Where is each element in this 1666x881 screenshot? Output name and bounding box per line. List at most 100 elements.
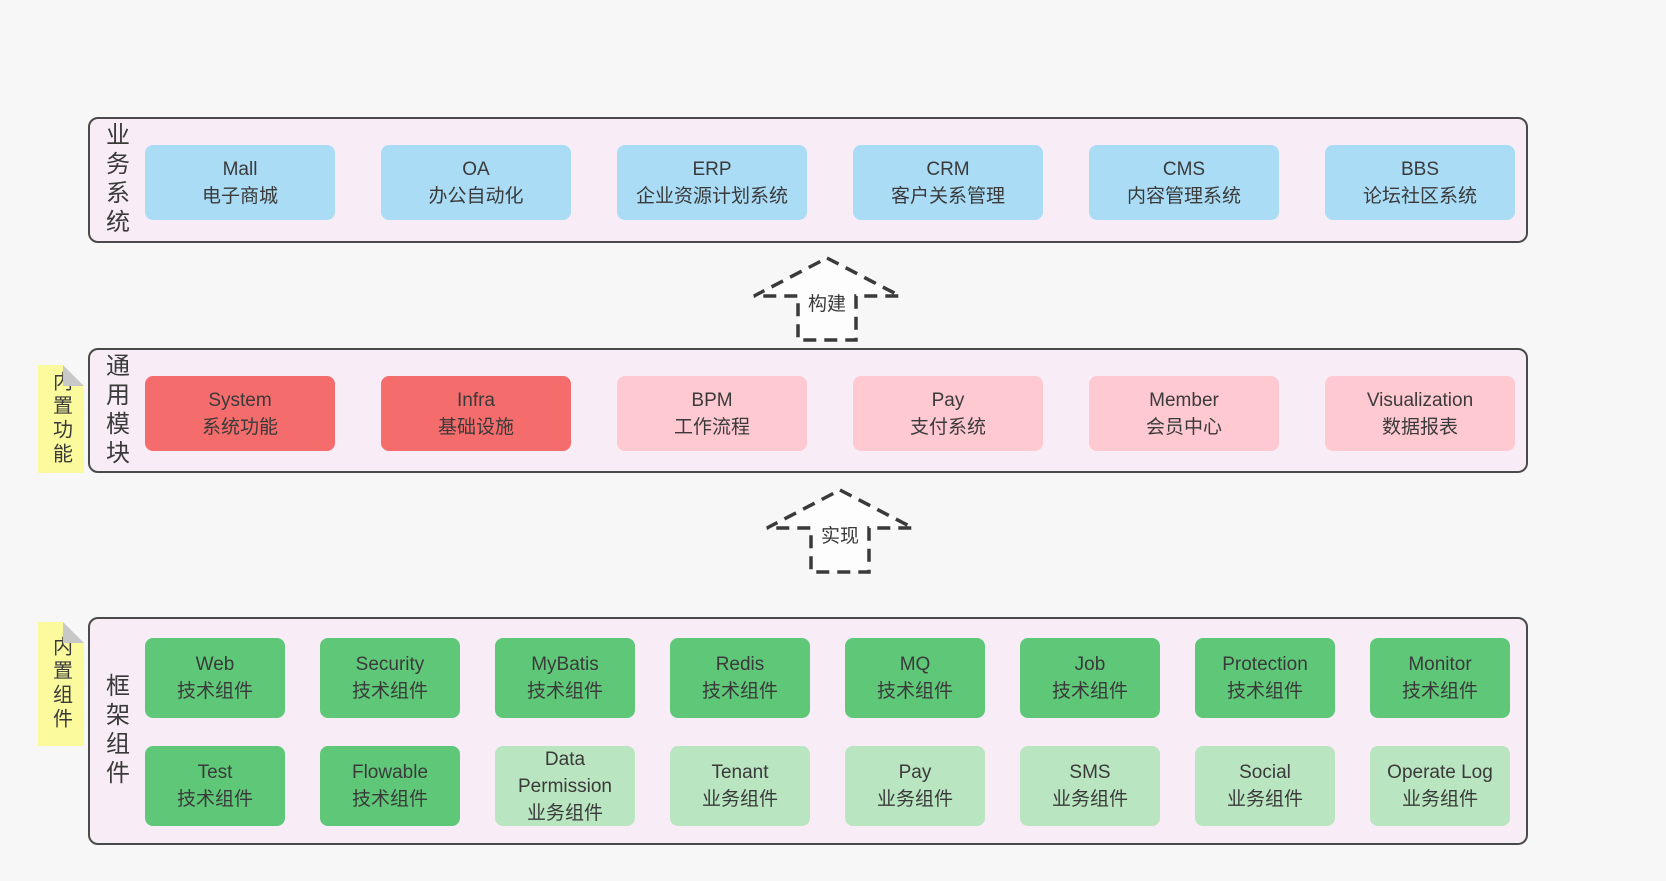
module-box-crm: CRM 客户关系管理 [853, 145, 1043, 220]
module-box-monitor: Monitor 技术组件 [1370, 638, 1510, 718]
module-box-erp: ERP 企业资源计划系统 [617, 145, 807, 220]
up-arrow-icon: 构建 [753, 256, 901, 342]
module-name-en: Job [1074, 654, 1106, 675]
module-name-zh: 电子商城 [201, 185, 278, 207]
module-box-pay: Pay 业务组件 [845, 746, 985, 826]
module-box-redis: Redis 技术组件 [670, 638, 810, 718]
module-name-en: Social [1239, 762, 1291, 783]
module-box-sms: SMS 业务组件 [1020, 746, 1160, 826]
module-box-bbs: BBS 论坛社区系统 [1325, 145, 1515, 220]
framework-components-label: 框架组件 [101, 673, 129, 789]
module-name-en: SMS [1069, 762, 1111, 783]
implement-arrow-label: 实现 [821, 525, 859, 547]
build-arrow-label: 构建 [808, 293, 846, 315]
module-box-mall: Mall 电子商城 [145, 145, 335, 220]
built-in-functions-note-label: 内置功能 [49, 371, 72, 467]
module-box-bpm: BPM 工作流程 [617, 376, 807, 451]
module-box-social: Social 业务组件 [1195, 746, 1335, 826]
module-name-en: CRM [926, 158, 970, 180]
module-name-zh: 业务组件 [526, 802, 603, 824]
module-box-job: Job 技术组件 [1020, 638, 1160, 718]
module-box-mybatis: MyBatis 技术组件 [495, 638, 635, 718]
module-box-visualization: Visualization 数据报表 [1325, 376, 1515, 451]
module-name-zh: 会员中心 [1145, 416, 1222, 438]
module-name-zh: 业务组件 [1226, 789, 1303, 810]
module-name-en: System [208, 389, 272, 411]
implement-arrow: 实现 [765, 486, 915, 576]
module-box-cms: CMS 内容管理系统 [1089, 145, 1279, 220]
module-name-en: ERP [692, 158, 732, 180]
module-name-en: Infra [456, 389, 496, 411]
built-in-functions-note: 内置功能 [38, 365, 84, 473]
module-box-tenant: Tenant 业务组件 [670, 746, 810, 826]
module-box-operate-log: Operate Log 业务组件 [1370, 746, 1510, 826]
module-name-en: Pay [898, 762, 932, 783]
module-box-flowable: Flowable 技术组件 [320, 746, 460, 826]
module-box-data-permission: Data Permission 业务组件 [495, 746, 635, 826]
module-name-zh: 技术组件 [701, 681, 778, 702]
module-name-zh: 企业资源计划系统 [635, 185, 788, 207]
module-name-zh: 技术组件 [526, 681, 603, 702]
common-modules-container: 通用模块 System 系统功能 Infra 基础设施 BPM 工作流程 Pay 支付系统 Me… [88, 348, 1528, 473]
module-name-en: Operate Log [1387, 762, 1493, 783]
module-name-en: Visualization [1366, 389, 1474, 411]
module-box-system: System 系统功能 [145, 376, 335, 451]
built-in-components-note-label: 内置组件 [49, 636, 72, 732]
module-name-en: Protection [1222, 654, 1308, 675]
module-name-en: Test [197, 762, 233, 783]
module-name-zh: 业务组件 [1401, 789, 1478, 810]
module-name-zh: 技术组件 [176, 789, 253, 810]
up-arrow-icon: 实现 [766, 488, 914, 574]
module-name-zh: 数据报表 [1381, 416, 1458, 438]
built-in-components-note: 内置组件 [38, 622, 84, 746]
module-name-zh: 技术组件 [176, 681, 253, 702]
module-name-en: Pay [931, 389, 965, 411]
module-box-infra: Infra 基础设施 [381, 376, 571, 451]
build-arrow: 构建 [752, 254, 902, 344]
module-name-zh: 业务组件 [1051, 789, 1128, 810]
module-name-en: Member [1149, 389, 1219, 411]
module-box-pay: Pay 支付系统 [853, 376, 1043, 451]
module-name-zh: 业务组件 [701, 789, 778, 810]
module-name-en: CMS [1162, 158, 1206, 180]
module-name-zh: 办公自动化 [428, 185, 524, 207]
module-name-zh: 技术组件 [351, 789, 428, 810]
module-box-mq: MQ 技术组件 [845, 638, 985, 718]
module-name-en: Data Permission [518, 748, 612, 797]
module-name-zh: 系统功能 [201, 416, 278, 438]
module-name-zh: 支付系统 [909, 416, 986, 438]
module-name-zh: 技术组件 [1226, 681, 1303, 702]
common-modules-label: 通用模块 [101, 352, 129, 469]
module-name-zh: 客户关系管理 [890, 185, 1005, 207]
module-box-web: Web 技术组件 [145, 638, 285, 718]
common-modules-boxes: System 系统功能 Infra 基础设施 BPM 工作流程 Pay 支付系统 Member 会… [145, 376, 1516, 451]
module-name-en: MQ [899, 654, 931, 675]
module-name-zh: 技术组件 [1051, 681, 1128, 702]
module-name-zh: 基础设施 [437, 416, 514, 438]
module-name-en: Mall [222, 158, 258, 180]
module-name-en: Flowable [351, 762, 429, 783]
module-name-en: MyBatis [531, 654, 599, 675]
module-name-en: BPM [691, 389, 733, 411]
module-name-en: BBS [1400, 158, 1440, 180]
module-name-en: Tenant [711, 762, 769, 783]
module-name-zh: 论坛社区系统 [1362, 185, 1477, 207]
module-box-protection: Protection 技术组件 [1195, 638, 1335, 718]
module-name-zh: 工作流程 [673, 416, 750, 438]
module-name-zh: 业务组件 [876, 789, 953, 810]
module-name-en: Security [355, 654, 425, 675]
module-name-en: Monitor [1408, 654, 1472, 675]
business-systems-label: 业务系统 [101, 122, 129, 238]
module-name-zh: 技术组件 [876, 681, 953, 702]
module-name-zh: 内容管理系统 [1126, 185, 1241, 207]
module-name-en: Redis [715, 654, 765, 675]
module-name-en: Web [195, 654, 235, 675]
module-name-zh: 技术组件 [1401, 681, 1478, 702]
module-box-member: Member 会员中心 [1089, 376, 1279, 451]
